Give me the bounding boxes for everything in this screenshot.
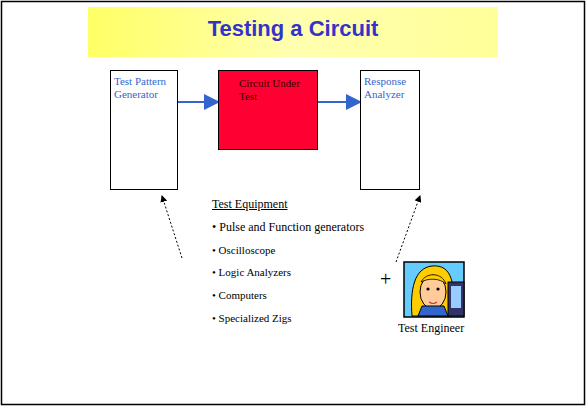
slide-title: Testing a Circuit bbox=[88, 16, 498, 42]
list-heading: Test Equipment bbox=[212, 198, 287, 212]
signal-arrow bbox=[178, 101, 218, 103]
node-label: Circuit Under Test bbox=[239, 77, 307, 103]
node-label: Test Pattern Generator bbox=[114, 75, 174, 101]
title-band bbox=[88, 7, 498, 57]
plus-sign: + bbox=[380, 268, 391, 291]
leader-line bbox=[162, 196, 182, 258]
list-item: • Computers bbox=[212, 289, 267, 302]
engineer-caption: Test Engineer bbox=[398, 322, 464, 336]
generator-box: Test Pattern Generator bbox=[110, 70, 178, 190]
list-item: • Oscilloscope bbox=[212, 244, 275, 257]
list-item: • Specialized Zigs bbox=[212, 312, 292, 325]
analyzer-box: Response Analyzer bbox=[360, 70, 420, 190]
list-item: • Pulse and Function generators bbox=[212, 221, 364, 235]
node-label: Response Analyzer bbox=[364, 75, 416, 101]
signal-arrow bbox=[318, 101, 360, 103]
leader-line bbox=[396, 196, 420, 262]
engineer-clipart bbox=[404, 262, 464, 317]
circuit-box: Circuit Under Test bbox=[218, 70, 318, 150]
list-item: • Logic Analyzers bbox=[212, 266, 291, 279]
